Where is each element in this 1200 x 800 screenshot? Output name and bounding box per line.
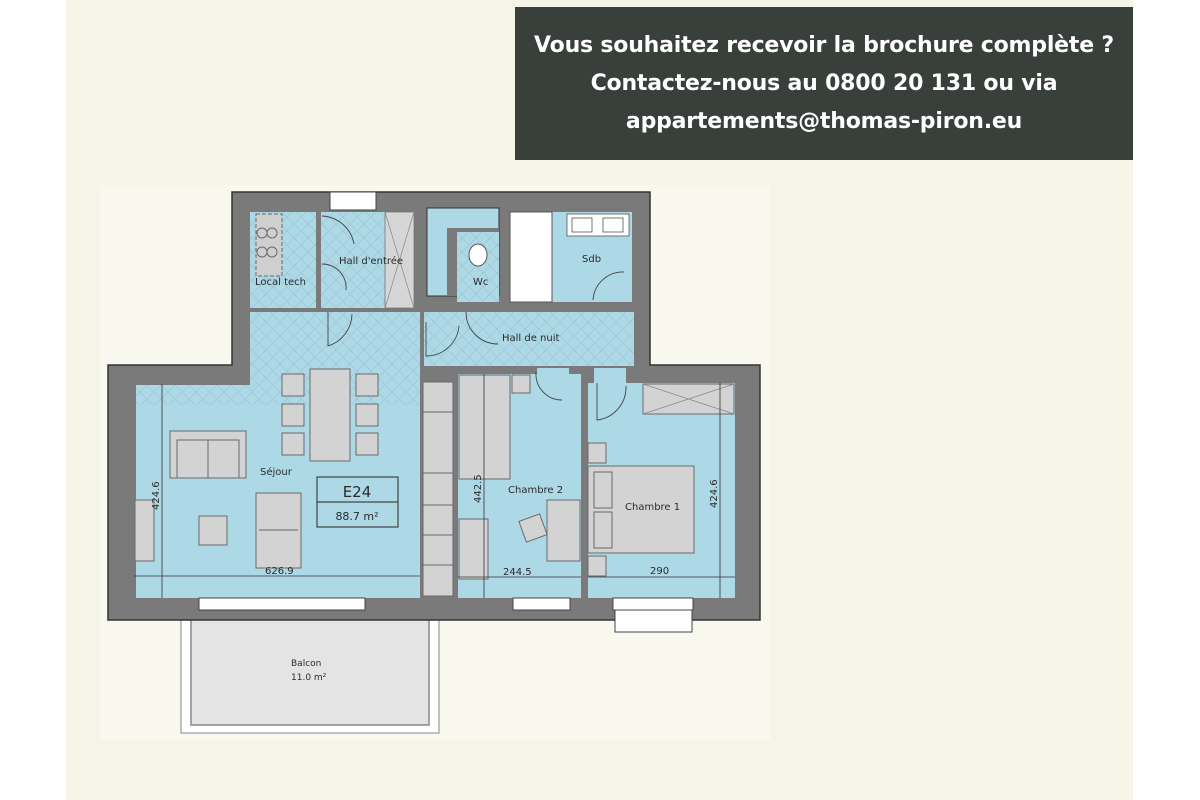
door-swings	[321, 215, 627, 421]
dim-sejour-height: 424.6	[151, 481, 162, 510]
balcony	[180, 605, 440, 734]
room-labels: Local tech Hall d'entrée Wc Sdb Hall de …	[255, 254, 680, 683]
dim-chambre2-height: 442.5	[473, 474, 484, 503]
dim-chambre1-width: 290	[650, 566, 669, 577]
label-chambre-2: Chambre 2	[508, 485, 563, 496]
furniture	[134, 213, 735, 597]
dimension-labels: 626.9 244.5 290 424.6 442.5 424.6	[151, 474, 720, 578]
label-wc: Wc	[473, 277, 488, 288]
windows	[198, 191, 694, 633]
dim-chambre2-width: 244.5	[503, 567, 532, 578]
unit-area: 88.7 m²	[335, 510, 378, 523]
label-hall-entree: Hall d'entrée	[339, 255, 403, 267]
banner-line-phone: Contactez-nous au 0800 20 131 ou via	[590, 70, 1058, 96]
banner-line-email[interactable]: appartements@thomas-piron.eu	[625, 108, 1023, 134]
dim-chambre1-height: 424.6	[709, 479, 720, 508]
label-balcon: Balcon	[291, 659, 321, 669]
label-balcon-area: 11.0 m²	[291, 673, 327, 683]
unit-code: E24	[343, 483, 372, 501]
dim-sejour-width: 626.9	[265, 566, 294, 577]
label-hall-nuit: Hall de nuit	[502, 333, 560, 344]
contact-banner: Vous souhaitez recevoir la brochure comp…	[515, 7, 1133, 160]
unit-label-box	[316, 476, 399, 528]
banner-line-brochure: Vous souhaitez recevoir la brochure comp…	[534, 32, 1114, 58]
dimension-lines	[134, 374, 735, 598]
label-local-tech: Local tech	[255, 277, 306, 288]
label-chambre-1: Chambre 1	[625, 502, 680, 513]
label-sejour: Séjour	[260, 466, 293, 478]
label-sdb: Sdb	[582, 254, 601, 265]
